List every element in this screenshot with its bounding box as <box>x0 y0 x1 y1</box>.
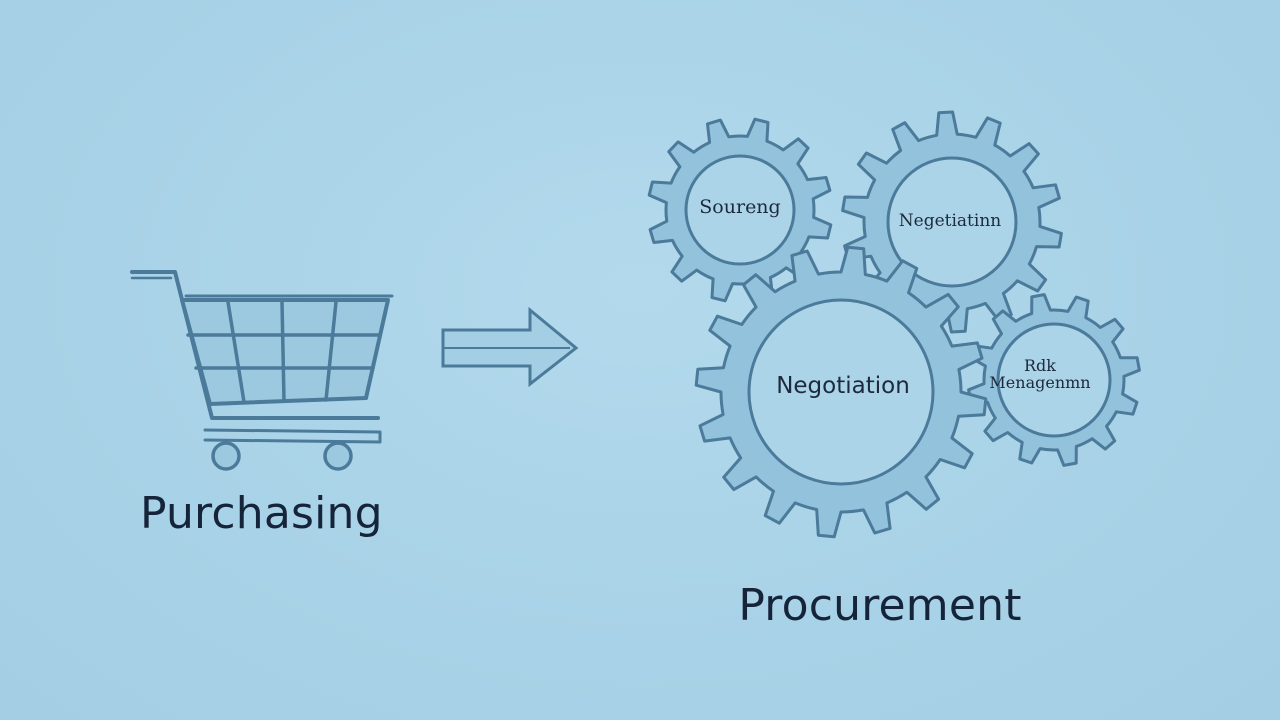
gear-label-sourcing: Soureng <box>699 196 781 219</box>
gear-negotiation-top-hub <box>886 156 1018 288</box>
shopping-cart-icon <box>130 270 394 471</box>
gear-sourcing-hub <box>684 154 796 266</box>
gears-group <box>647 110 1141 539</box>
gear-negotiation-main-hub <box>747 298 935 486</box>
gear-negotiation-main-icon <box>694 245 988 539</box>
purchasing-caption: Purchasing <box>140 488 383 539</box>
gear-label-negotiation-top: Negetiatinn <box>898 211 1002 232</box>
gear-risk-management-hub <box>996 322 1112 438</box>
gear-label-risk-management: Rdk Menagenmn <box>989 356 1091 392</box>
gear-label-negotiation-main: Negotiation <box>776 372 910 399</box>
gear-risk-management-icon <box>967 293 1141 467</box>
gear-negotiation-top-icon <box>841 110 1063 334</box>
gear-sourcing-icon <box>647 117 833 303</box>
right-arrow-icon <box>441 306 579 388</box>
procurement-caption: Procurement <box>738 580 1022 631</box>
